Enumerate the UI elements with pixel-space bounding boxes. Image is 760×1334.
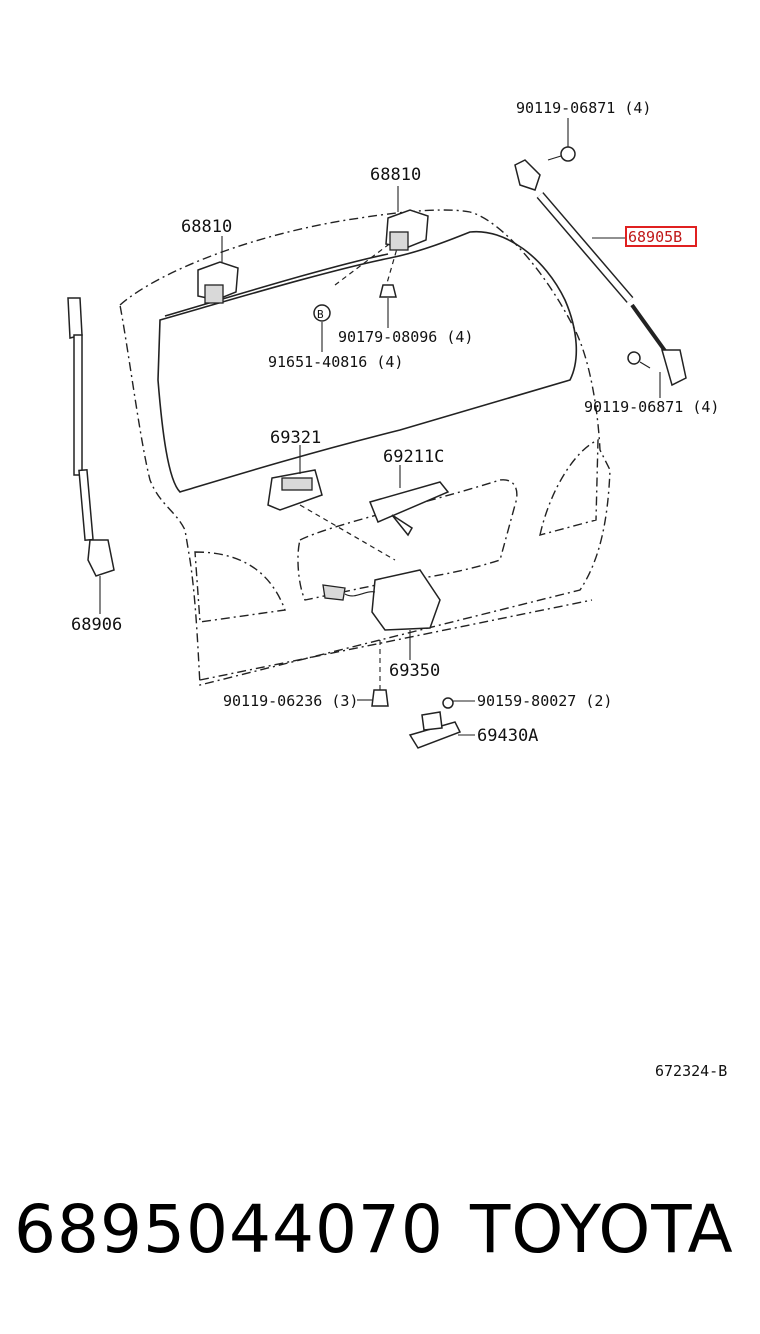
brand-name: TOYOTA [470,1191,734,1268]
bolt-lock[interactable] [357,640,389,707]
lock-assembly[interactable] [322,569,441,631]
label-clip: 91651-40816 (4) [268,353,403,371]
label-bolt-lock: 90119-06236 (3) [223,692,358,710]
label-garnish-handle: 69211C [383,447,444,467]
garnish-handle[interactable] [368,481,450,537]
striker[interactable] [408,711,475,749]
footer: 6895044070 TOYOTA [0,1185,760,1285]
label-lock: 69350 [389,661,440,681]
bolt-right[interactable] [627,351,651,369]
label-nut: 90179-08096 (4) [338,328,473,346]
label-strut-highlight[interactable]: 68905B [628,228,682,246]
handle-switch[interactable] [267,469,323,511]
label-strut-left: 68906 [71,615,122,635]
drawing-code: 672324-B [655,1062,727,1080]
svg-text:B: B [317,308,324,321]
strut-68906[interactable] [67,297,115,577]
back-door-outline [119,209,611,686]
screw-striker[interactable] [442,697,475,709]
label-screw-striker: 90159-80027 (2) [477,692,612,710]
label-handle-switch: 69321 [270,428,321,448]
nut[interactable] [379,284,397,298]
part-number: 6895044070 [14,1191,444,1268]
label-hinge-left: 68810 [181,217,232,237]
clip-b[interactable]: B [313,304,331,322]
bolt-top[interactable] [547,146,576,162]
label-hinge-center: 68810 [370,165,421,185]
hinge-center[interactable] [385,209,429,251]
label-striker: 69430A [477,726,538,746]
hinge-left[interactable] [197,261,239,304]
label-bolt-top: 90119-06871 (4) [516,99,651,117]
highlight-box [625,226,697,247]
strut-68905b[interactable] [514,159,687,387]
leader-lines [99,118,661,660]
label-bolt-right: 90119-06871 (4) [584,398,719,416]
